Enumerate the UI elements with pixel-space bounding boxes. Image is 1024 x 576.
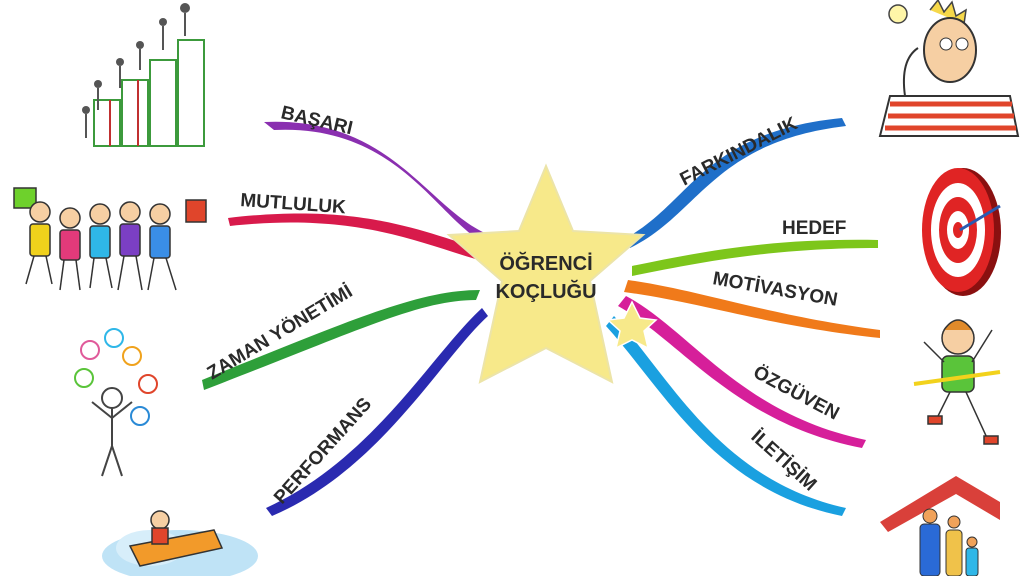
center-title-line2: KOÇLUĞU <box>495 279 596 303</box>
small-star-icon <box>606 300 658 350</box>
stairs-climb-illustration <box>82 3 205 147</box>
label-hedef: HEDEF <box>782 218 846 239</box>
family-house-illustration <box>880 476 1000 576</box>
branch-motivasyon <box>624 280 880 338</box>
rocket-boy-illustration <box>102 510 258 576</box>
branch-ozguven <box>618 296 866 448</box>
branch-basari <box>264 121 492 244</box>
label-basari: BAŞARI <box>279 102 355 139</box>
target-illustration <box>922 168 1001 296</box>
branch-zaman <box>202 290 480 390</box>
branch-performans <box>266 308 488 516</box>
winner-boy-illustration <box>913 319 1001 445</box>
branch-mutluluk <box>228 213 490 262</box>
happy-kids-illustration <box>13 187 207 291</box>
label-mutluluk: MUTLULUK <box>240 190 347 218</box>
label-farkindalik: FARKINDALIK <box>677 113 802 190</box>
lightbulb-man-illustration <box>878 0 1020 137</box>
label-iletisim: İLETİŞİM <box>747 426 821 495</box>
label-ozguven: ÖZGÜVEN <box>750 362 843 425</box>
center-star: ÖĞRENCİ KOÇLUĞU <box>446 163 658 384</box>
juggling-clocks-illustration <box>74 328 158 477</box>
branch-hedef <box>632 239 878 276</box>
center-title-line1: ÖĞRENCİ <box>499 251 592 275</box>
